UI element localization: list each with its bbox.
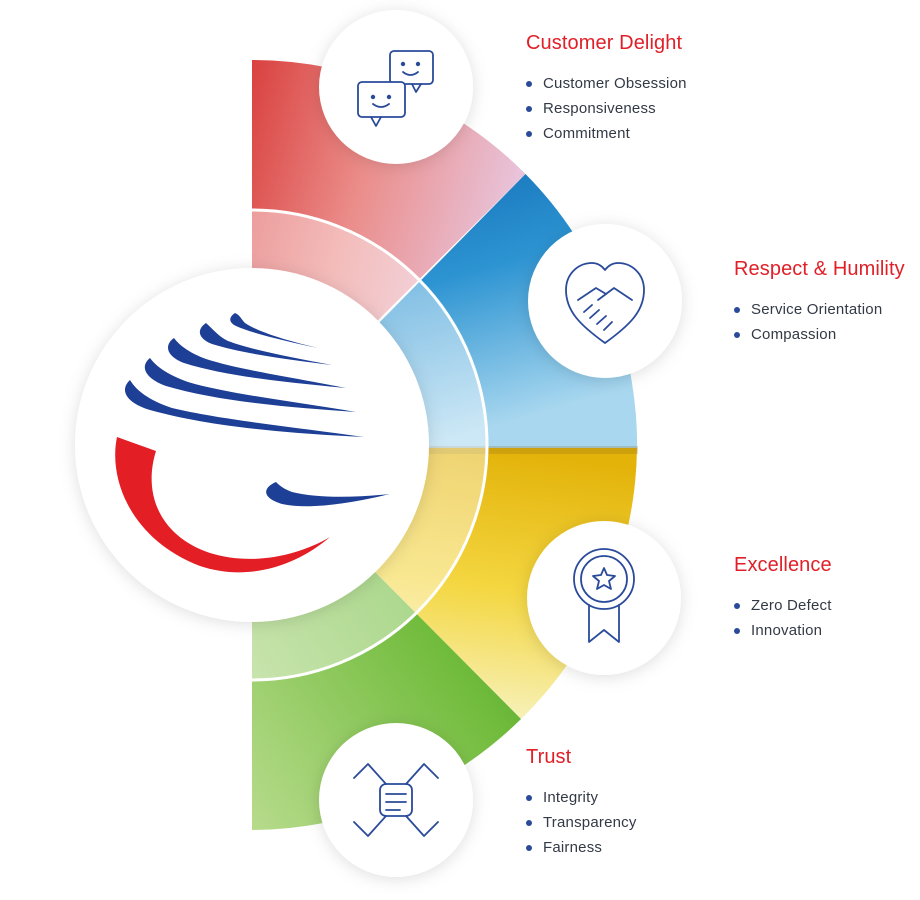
value-list: Zero Defect Innovation <box>734 593 832 643</box>
value-title: Respect & Humility <box>734 258 905 280</box>
icon-disc-excellence <box>527 521 681 675</box>
icon-disc-trust <box>319 723 473 877</box>
list-item: Zero Defect <box>734 593 832 618</box>
value-block-trust: Trust Integrity Transparency Fairness <box>526 746 637 860</box>
logo-red-swoosh <box>115 437 331 573</box>
joined-hands-icon <box>353 763 439 837</box>
list-item: Service Orientation <box>734 297 905 322</box>
logo-blue-stripes <box>124 313 390 507</box>
list-item: Responsiveness <box>526 96 687 121</box>
segment-divider-shadow <box>252 446 638 454</box>
icon-disc-respect-humility <box>528 224 682 378</box>
value-list: Integrity Transparency Fairness <box>526 785 637 860</box>
value-title: Customer Delight <box>526 32 683 54</box>
list-item: Fairness <box>526 835 637 860</box>
list-item: Compassion <box>734 322 905 347</box>
list-item: Customer Obsession <box>526 71 687 96</box>
company-logo <box>115 313 390 573</box>
list-item: Commitment <box>526 121 687 146</box>
value-block-customer-delight: Customer Delight Customer Obsession Resp… <box>526 32 687 146</box>
value-block-excellence: Excellence Zero Defect Innovation <box>734 554 832 643</box>
chat-smiley-icon <box>357 50 434 127</box>
list-item: Integrity <box>526 785 637 810</box>
icon-disc-customer-delight <box>319 10 473 164</box>
list-item: Innovation <box>734 618 832 643</box>
award-star-icon <box>573 548 635 643</box>
list-item: Transparency <box>526 810 637 835</box>
value-block-respect-humility: Respect & Humility Service Orientation C… <box>734 258 905 347</box>
value-list: Customer Obsession Responsiveness Commit… <box>526 71 687 146</box>
value-list: Service Orientation Compassion <box>734 297 905 347</box>
value-title: Trust <box>526 746 572 768</box>
value-title: Excellence <box>734 554 832 576</box>
handshake-heart-icon <box>565 262 645 344</box>
